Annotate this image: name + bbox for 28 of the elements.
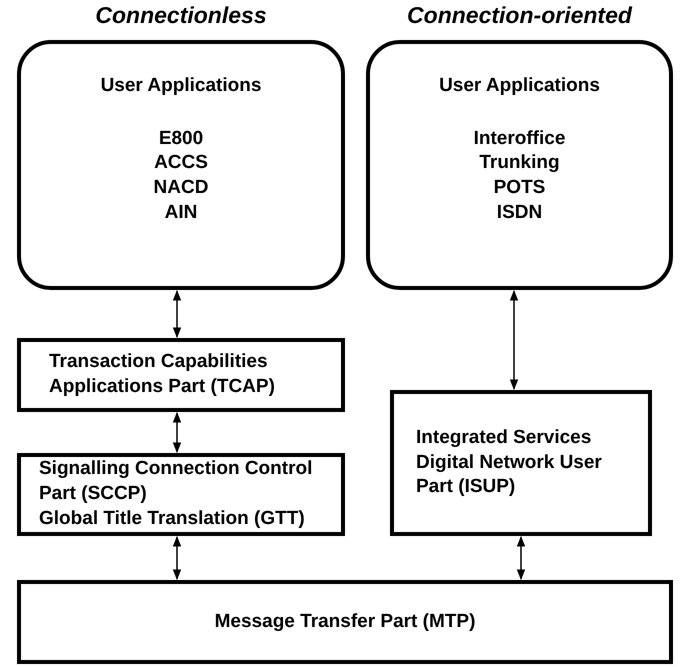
rounded-box	[366, 40, 673, 290]
layer-box	[17, 453, 345, 536]
layer-box	[17, 580, 673, 664]
box-text: AIN	[164, 200, 198, 225]
box-text: Signalling Connection Control Part (SCCP)	[39, 457, 314, 506]
layer-box	[390, 390, 652, 536]
double-arrow	[172, 536, 182, 580]
double-arrow	[516, 536, 526, 580]
double-arrow	[510, 290, 518, 390]
box-text: User Applications	[439, 74, 600, 98]
box-text: Message Transfer Part (MTP)	[214, 610, 476, 634]
box-text: E800	[158, 126, 204, 151]
box-text: NACD	[154, 176, 208, 200]
box-text: POTS	[494, 176, 546, 200]
box-text: Transaction Capabilities Applications Part (TCAP)	[49, 350, 276, 399]
column-heading: Connection-oriented	[406, 2, 634, 29]
double-arrow	[172, 290, 182, 338]
box-text: User Applications	[100, 74, 262, 98]
layer-box	[17, 338, 345, 412]
box-text: Integrated Services Digital Network User Part (ISUP)	[416, 426, 603, 500]
box-text: Global Title Translation (GTT)	[39, 506, 305, 531]
column-heading: Connectionless	[94, 2, 268, 29]
box-text: ACCS	[154, 151, 208, 176]
box-text: Interoffice	[474, 126, 566, 151]
rounded-box	[17, 40, 345, 290]
box-text: Trunking	[479, 151, 560, 176]
box-text: ISDN	[496, 200, 542, 225]
double-arrow	[172, 412, 182, 454]
